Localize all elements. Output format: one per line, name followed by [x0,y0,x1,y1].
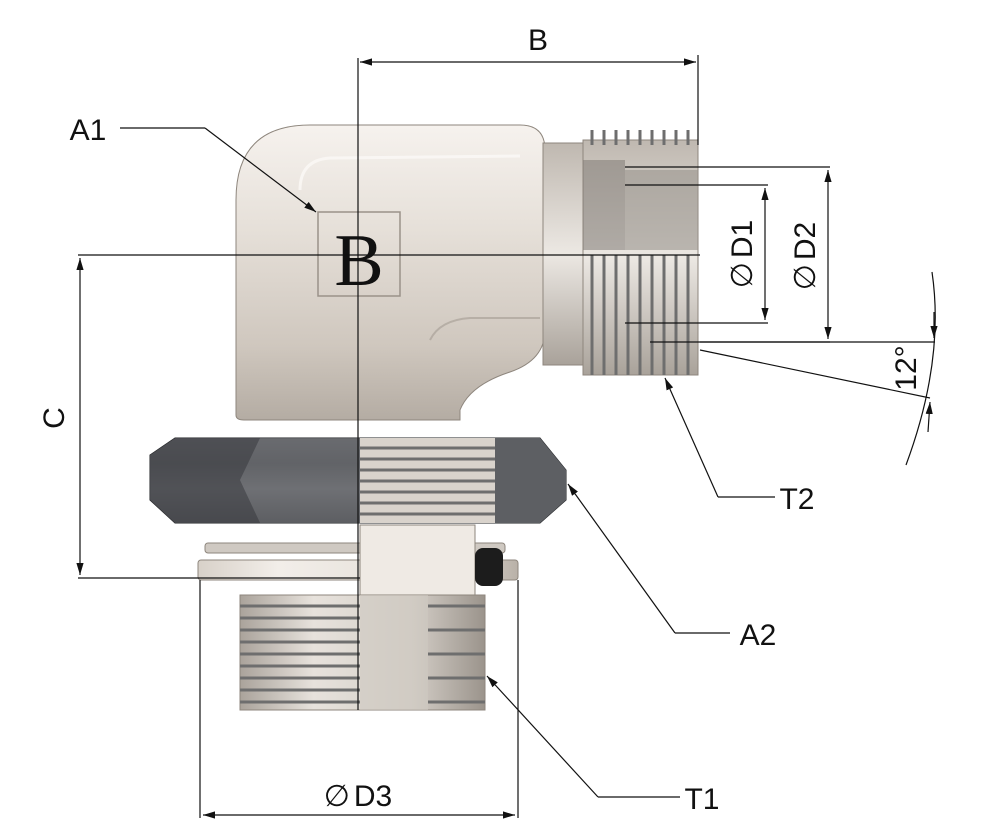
elbow-body: B [235,124,546,421]
leader-a2: A2 [567,483,777,652]
dimension-d3: ∅D3 [199,580,519,819]
leader-t1-label: T1 [684,783,719,816]
dimension-angle: 12° [699,271,938,466]
bottom-thread-lines [240,604,485,704]
dimension-c: C [38,258,84,575]
body-mark-letter: B [334,220,383,302]
bottom-thread [239,594,486,711]
dimension-b: B [360,24,699,145]
nut-thread-lines [360,446,495,516]
dimension-d3-label: ∅D3 [324,780,393,813]
outlet-right [542,130,699,376]
dimension-d1-label: ∅D1 [726,220,759,289]
leader-t2-label: T2 [779,483,814,516]
hex-nut [149,437,567,524]
angle-label: 12° [890,345,923,390]
seal-washer [197,524,519,596]
dimension-c-label: C [38,407,71,429]
dimension-b-label: B [528,24,548,57]
leader-t1: T1 [486,675,720,816]
leader-a1-label: A1 [70,114,107,147]
leader-a2-label: A2 [740,619,777,652]
leader-a1: A1 [70,114,317,213]
outlet-thread-lines [590,130,690,375]
centre-lines [78,58,700,710]
leader-t2: T2 [664,377,815,516]
body-mark-frame [317,211,401,297]
dimension-d1: ∅D1 [625,184,769,324]
dimension-d2-label: ∅D2 [789,222,822,291]
